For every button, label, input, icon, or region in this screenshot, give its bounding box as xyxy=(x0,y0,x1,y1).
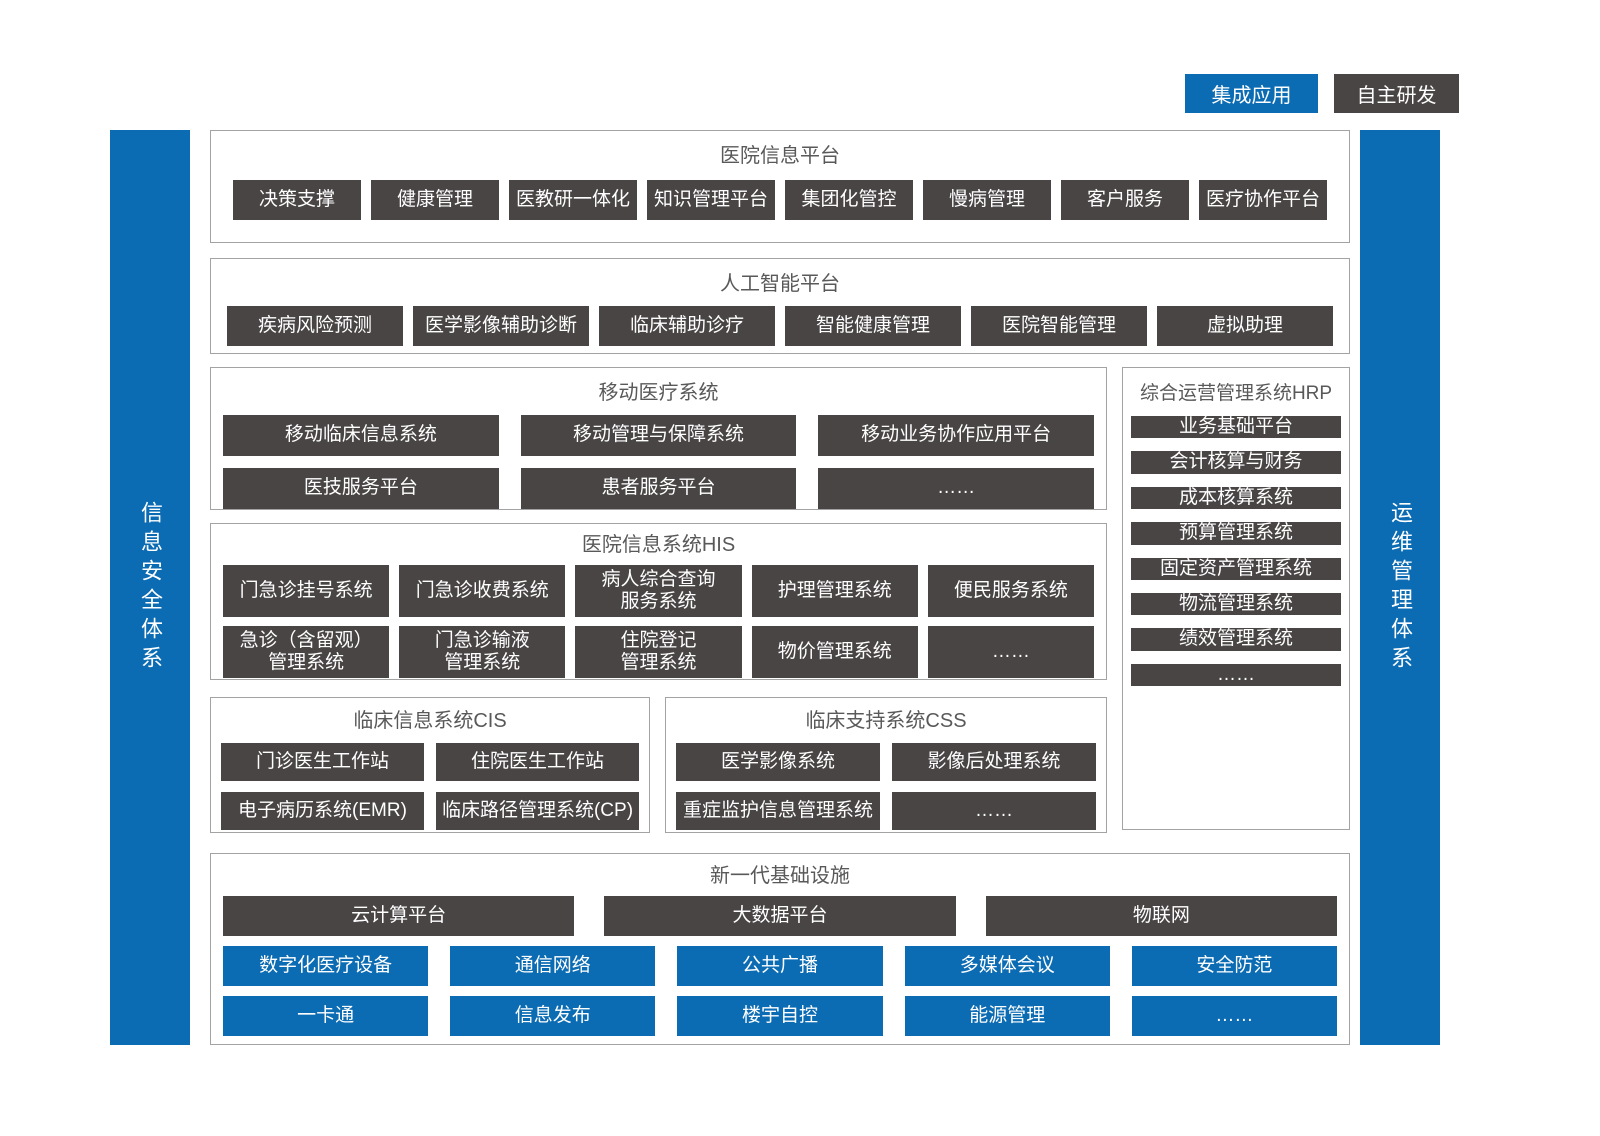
module-box: 住院登记 管理系统 xyxy=(575,626,742,678)
module-box: 一卡通 xyxy=(223,996,429,1036)
module-box: 会计核算与财务 xyxy=(1131,451,1341,474)
module-box: 集团化管控 xyxy=(785,180,913,220)
module-box: 固定资产管理系统 xyxy=(1131,557,1341,581)
module-row: 门诊医生工作站 住院医生工作站 xyxy=(211,743,649,781)
module-box: 成本核算系统 xyxy=(1131,486,1341,510)
module-box: 护理管理系统 xyxy=(751,565,918,617)
module-row: 电子病历系统(EMR) 临床路径管理系统(CP) xyxy=(211,792,649,830)
module-row: 一卡通 信息发布 楼宇自控 能源管理 …… xyxy=(211,996,1349,1036)
module-column: 业务基础平台 会计核算与财务 成本核算系统 预算管理系统 固定资产管理系统 物流… xyxy=(1123,416,1349,687)
module-box: 门急诊收费系统 xyxy=(399,565,566,617)
section-new-gen-infrastructure: 新一代基础设施 云计算平台 大数据平台 物联网 数字化医疗设备 通信网络 公共广… xyxy=(210,853,1350,1045)
module-box: 虚拟助理 xyxy=(1157,306,1333,346)
module-box: 通信网络 xyxy=(450,946,656,986)
module-box: 医教研一体化 xyxy=(509,180,637,220)
legend-self-developed: 自主研发 xyxy=(1334,74,1459,113)
section-title: 临床支持系统CSS xyxy=(805,710,967,732)
module-box: 物价管理系统 xyxy=(751,626,918,678)
module-box: …… xyxy=(818,468,1095,509)
module-box: 业务基础平台 xyxy=(1131,416,1341,439)
section-title: 医院信息系统HIS xyxy=(581,534,736,556)
module-box: 智能健康管理 xyxy=(785,306,961,346)
module-box: 疾病风险预测 xyxy=(227,306,403,346)
module-row: 疾病风险预测 医学影像辅助诊断 临床辅助诊疗 智能健康管理 医院智能管理 虚拟助… xyxy=(211,306,1349,346)
module-box: 能源管理 xyxy=(904,996,1110,1036)
section-cis-clinical-info-system: 临床信息系统CIS 门诊医生工作站 住院医生工作站 电子病历系统(EMR) 临床… xyxy=(210,697,650,833)
module-box: 医学影像辅助诊断 xyxy=(413,306,589,346)
module-row: 重症监护信息管理系统 …… xyxy=(666,792,1106,830)
section-title: 医院信息平台 xyxy=(720,145,840,167)
module-box: 多媒体会议 xyxy=(904,946,1110,986)
module-box: 公共广播 xyxy=(677,946,883,986)
module-box: 病人综合查询 服务系统 xyxy=(575,565,742,617)
section-title: 移动医疗系统 xyxy=(598,382,719,404)
module-box: 门急诊输液 管理系统 xyxy=(399,626,566,678)
legend-integrated-app: 集成应用 xyxy=(1185,74,1318,113)
right-bar-ops-management-system: 运维管理体系 xyxy=(1360,130,1440,1045)
module-box: 门急诊挂号系统 xyxy=(223,565,390,617)
module-box: …… xyxy=(1131,663,1341,687)
left-bar-info-security-system: 信息安全体系 xyxy=(110,130,190,1045)
section-css-clinical-support-system: 临床支持系统CSS 医学影像系统 影像后处理系统 重症监护信息管理系统 …… xyxy=(665,697,1107,833)
module-box: 住院医生工作站 xyxy=(436,743,639,781)
module-box: 预算管理系统 xyxy=(1131,522,1341,545)
module-box: 影像后处理系统 xyxy=(892,743,1096,781)
module-box: 便民服务系统 xyxy=(927,565,1095,617)
module-box: 大数据平台 xyxy=(604,896,956,936)
module-box: 信息发布 xyxy=(450,996,656,1036)
module-row: 医技服务平台 患者服务平台 …… xyxy=(211,468,1106,509)
module-box: 移动管理与保障系统 xyxy=(520,415,797,456)
module-box: 门诊医生工作站 xyxy=(221,743,424,781)
section-title: 人工智能平台 xyxy=(720,273,840,295)
module-box: 决策支撑 xyxy=(233,180,361,220)
module-box: 安全防范 xyxy=(1131,946,1338,986)
module-box: 医学影像系统 xyxy=(676,743,880,781)
section-hospital-info-platform: 医院信息平台 决策支撑 健康管理 医教研一体化 知识管理平台 集团化管控 慢病管… xyxy=(210,130,1350,243)
module-box: 物联网 xyxy=(985,896,1337,936)
module-row: 数字化医疗设备 通信网络 公共广播 多媒体会议 安全防范 xyxy=(211,946,1349,986)
module-box: …… xyxy=(1131,996,1338,1036)
section-title: 综合运营管理系统HRP xyxy=(1139,383,1333,404)
module-row: 决策支撑 健康管理 医教研一体化 知识管理平台 集团化管控 慢病管理 客户服务 … xyxy=(211,180,1349,220)
module-box: 物流管理系统 xyxy=(1131,593,1341,616)
module-box: 临床辅助诊疗 xyxy=(599,306,775,346)
module-row: 云计算平台 大数据平台 物联网 xyxy=(211,896,1349,936)
section-mobile-medical-system: 移动医疗系统 移动临床信息系统 移动管理与保障系统 移动业务协作应用平台 医技服… xyxy=(210,367,1107,510)
module-box: 医技服务平台 xyxy=(223,468,499,509)
module-row: 急诊（含留观） 管理系统 门急诊输液 管理系统 住院登记 管理系统 物价管理系统… xyxy=(211,626,1106,678)
module-box: 移动业务协作应用平台 xyxy=(818,415,1095,456)
module-box: 楼宇自控 xyxy=(677,996,883,1036)
module-box: 知识管理平台 xyxy=(647,180,775,220)
module-box: 云计算平台 xyxy=(223,896,575,936)
module-box: 临床路径管理系统(CP) xyxy=(436,792,639,830)
section-hrp-operations-management: 综合运营管理系统HRP 业务基础平台 会计核算与财务 成本核算系统 预算管理系统… xyxy=(1122,367,1350,830)
module-box: 客户服务 xyxy=(1061,180,1189,220)
module-box: 患者服务平台 xyxy=(520,468,797,509)
section-his-hospital-info-system: 医院信息系统HIS 门急诊挂号系统 门急诊收费系统 病人综合查询 服务系统 护理… xyxy=(210,523,1107,680)
module-row: 移动临床信息系统 移动管理与保障系统 移动业务协作应用平台 xyxy=(211,415,1106,456)
module-row: 医学影像系统 影像后处理系统 xyxy=(666,743,1106,781)
module-box: 慢病管理 xyxy=(923,180,1051,220)
module-row: 门急诊挂号系统 门急诊收费系统 病人综合查询 服务系统 护理管理系统 便民服务系… xyxy=(211,565,1106,617)
module-box: …… xyxy=(927,626,1095,678)
module-box: 健康管理 xyxy=(371,180,499,220)
module-box: 重症监护信息管理系统 xyxy=(676,792,880,830)
module-box: 医院智能管理 xyxy=(971,306,1147,346)
module-box: 医疗协作平台 xyxy=(1199,180,1327,220)
module-box: …… xyxy=(892,792,1096,830)
section-title: 新一代基础设施 xyxy=(710,865,850,887)
module-box: 移动临床信息系统 xyxy=(223,415,499,456)
section-ai-platform: 人工智能平台 疾病风险预测 医学影像辅助诊断 临床辅助诊疗 智能健康管理 医院智… xyxy=(210,258,1350,354)
module-box: 急诊（含留观） 管理系统 xyxy=(223,626,390,678)
module-box: 数字化医疗设备 xyxy=(223,946,429,986)
section-title: 临床信息系统CIS xyxy=(353,710,507,732)
module-box: 绩效管理系统 xyxy=(1131,628,1341,651)
module-box: 电子病历系统(EMR) xyxy=(221,792,424,830)
